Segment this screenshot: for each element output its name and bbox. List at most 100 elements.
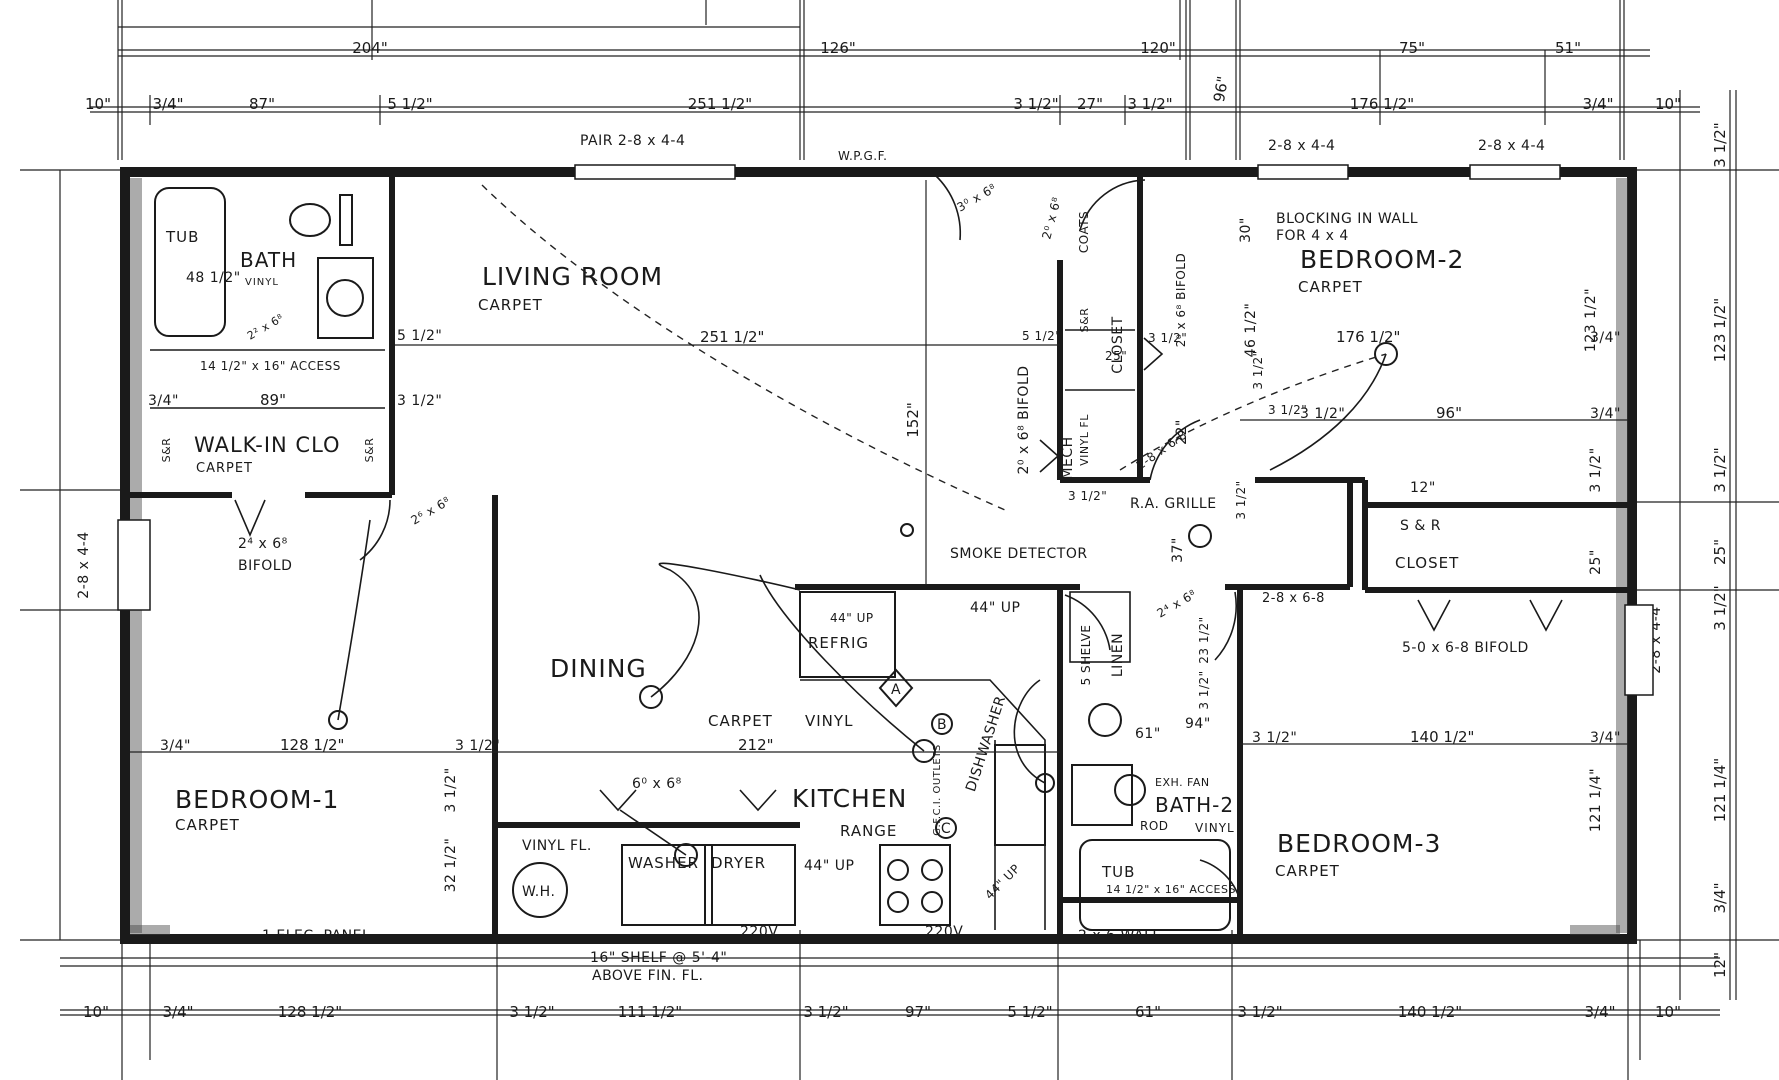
door-bath2-note: 2⁴ x 6⁸: [1155, 587, 1199, 621]
tub-2-label: TUB: [1101, 863, 1135, 881]
dim-tub: 48 1/2": [186, 270, 241, 286]
dim-top-176-1-2: 176 1/2": [1350, 95, 1414, 113]
svg-text:A: A: [891, 682, 901, 698]
top-dimension-labels: 204" 126" 120" 75" 51" 10" 3/4" 87" 5 1/…: [85, 39, 1681, 113]
dim-bot-128-1-2: 128 1/2": [278, 1003, 342, 1021]
dim-bath2-94: 94": [1185, 716, 1211, 732]
exh-fan-note: EXH. FAN: [1155, 776, 1210, 789]
dim-top-126: 126": [820, 39, 856, 57]
dim-bed2-full: 123 1/2": [1583, 288, 1599, 352]
marker-c: C: [935, 817, 957, 839]
dim-coat-25: 25": [1105, 349, 1127, 363]
bedroom-3-floor: CARPET: [1275, 862, 1340, 880]
dim-closet-right: 3/4": [1590, 406, 1621, 422]
marker-a: A: [878, 668, 914, 708]
door-hall-b-note: 2-8 x 6-8: [1262, 591, 1325, 606]
dim-top-87: 87": [249, 95, 275, 113]
gfci-label: G.F.C.I. OUTLETS: [932, 744, 943, 835]
dim-top-3-4-left: 3/4": [152, 95, 183, 113]
dim-bath-wall: 5 1/2": [397, 328, 442, 344]
range-label: RANGE: [840, 822, 897, 840]
dim-bot-10-left: 10": [83, 1003, 109, 1021]
shelves-label: 5 SHELVE: [1079, 625, 1093, 686]
linen-label: LINEN: [1110, 633, 1126, 677]
dim-right-25: 25": [1711, 539, 1729, 565]
laundry-floor: VINYL FL.: [522, 838, 592, 854]
dim-right-123-1-2: 123 1/2": [1711, 298, 1729, 362]
dim-bed1-width: 128 1/2": [280, 736, 344, 754]
dim-coat-5: 5 1/2": [1022, 329, 1061, 343]
shelf-note-2: ABOVE FIN. FL.: [592, 968, 703, 984]
sr-walk-left-note: S&R: [160, 438, 173, 463]
smoke-detector-note: SMOKE DETECTOR: [950, 546, 1088, 562]
svg-text:C: C: [941, 821, 951, 837]
top-dimension-lines: [90, 0, 1700, 160]
dim-bot-3-1-2-a: 3 1/2": [509, 1003, 554, 1021]
bath-label: BATH: [240, 248, 297, 272]
bifold-1b-note: BIFOLD: [238, 558, 292, 574]
bifold-mech-note: 2⁰ x 6⁸ BIFOLD: [1016, 365, 1032, 474]
dim-bed1-height: 32 1/2": [443, 838, 459, 893]
bath-floor: VINYL: [245, 277, 279, 288]
dim-bot-3-4-left: 3/4": [162, 1003, 193, 1021]
up44-b-note: 44" UP: [970, 600, 1020, 616]
living-room-floor: CARPET: [478, 296, 543, 314]
dim-right-121-1-4: 121 1/4": [1711, 758, 1729, 822]
dim-top-10-left: 10": [85, 95, 111, 113]
sr-mech-note: S&R: [1078, 308, 1091, 333]
bedroom-2-floor: CARPET: [1298, 278, 1363, 296]
dim-bot-10-right: 10": [1655, 1003, 1681, 1021]
dim-bed1-left: 3/4": [160, 738, 191, 754]
wall-2x6-note: 2 x 6 WALL: [1078, 928, 1161, 944]
plan-notes: PAIR 2-8 x 4-4 W.P.G.F. 2-8 x 4-4 2-8 x …: [160, 133, 1545, 984]
dim-bed2-3a: 3 1/2": [1268, 403, 1307, 417]
dim-top-27: 27": [1077, 95, 1103, 113]
closet-label: CLOSET: [1395, 554, 1459, 572]
dim-bot-61: 61": [1135, 1003, 1161, 1021]
electrical: [328, 184, 1398, 867]
dim-bath2-35: 3 1/2": [1197, 670, 1211, 709]
bifold-bed3-note: 5-0 x 6-8 BIFOLD: [1402, 640, 1529, 656]
dim-top-51: 51": [1555, 39, 1581, 57]
dim-bed2-right: 3/4": [1590, 330, 1621, 346]
door-entry-note: 3⁰ x 6⁸: [955, 181, 999, 215]
dim-bot-5-1-2: 5 1/2": [1007, 1003, 1052, 1021]
dim-bed2-35: 3 1/2": [1251, 350, 1265, 389]
wpgf-note: W.P.G.F.: [838, 149, 887, 163]
bottom-dimension-lines: [60, 930, 1720, 1080]
dim-right-3-1-2-c: 3 1/2": [1711, 585, 1729, 630]
side-dimension-labels: 3 1/2" 123 1/2" 3 1/2" 25" 3 1/2" 121 1/…: [76, 122, 1729, 978]
sr-closet-note: S & R: [1400, 518, 1441, 534]
side-dimension-lines: [20, 90, 1779, 1000]
bath-2-label: BATH-2: [1155, 793, 1234, 817]
dim-top-75: 75": [1399, 39, 1425, 57]
bedroom-3-label: BEDROOM-3: [1277, 829, 1441, 858]
bottom-dimension-labels: 10" 3/4" 128 1/2" 3 1/2" 111 1/2" 3 1/2"…: [83, 1003, 1681, 1021]
mech-floor: VINYL FL: [1078, 414, 1091, 466]
v220-b-note: 220V: [925, 924, 963, 940]
dim-bath2-23: 23 1/2": [1197, 616, 1211, 663]
interior-dimensions: 251 1/2" 152" 48 1/2" 89" 3/4" 3 1/2" 5 …: [130, 180, 1628, 892]
bedroom-2-label: BEDROOM-2: [1300, 245, 1464, 274]
dim-bed2-width: 176 1/2": [1336, 328, 1400, 346]
water-heater-label: W.H.: [522, 884, 555, 900]
dining-floor: CARPET: [708, 712, 773, 730]
dim-bed2-height: 46 1/2": [1243, 303, 1259, 358]
dim-walk-right: 3 1/2": [397, 393, 442, 409]
dim-bot-111-1-2: 111 1/2": [618, 1003, 682, 1021]
dim-living-height: 152": [904, 402, 922, 438]
bed2-window-b: 2-8 x 4-4: [1478, 138, 1545, 154]
dim-right-12: 12": [1711, 952, 1729, 978]
dim-walk-left: 3/4": [148, 393, 179, 409]
room-labels: LIVING ROOM CARPET BEDROOM-2 CARPET BEDR…: [175, 245, 1464, 880]
doors: [234, 174, 1563, 901]
closet-vertical-label: CLOSET: [1110, 316, 1126, 373]
mech-label: MECH: [1060, 436, 1076, 479]
dim-bot-97: 97": [905, 1003, 931, 1021]
dim-bed1-height-b: 3 1/2": [443, 767, 459, 812]
up44-d-note: 44" UP: [982, 861, 1023, 902]
walk-in-closet-floor: CARPET: [196, 461, 253, 476]
dim-top-10-right: 10": [1655, 95, 1681, 113]
dim-living-width: 251 1/2": [700, 328, 764, 346]
svg-text:B: B: [937, 717, 947, 733]
